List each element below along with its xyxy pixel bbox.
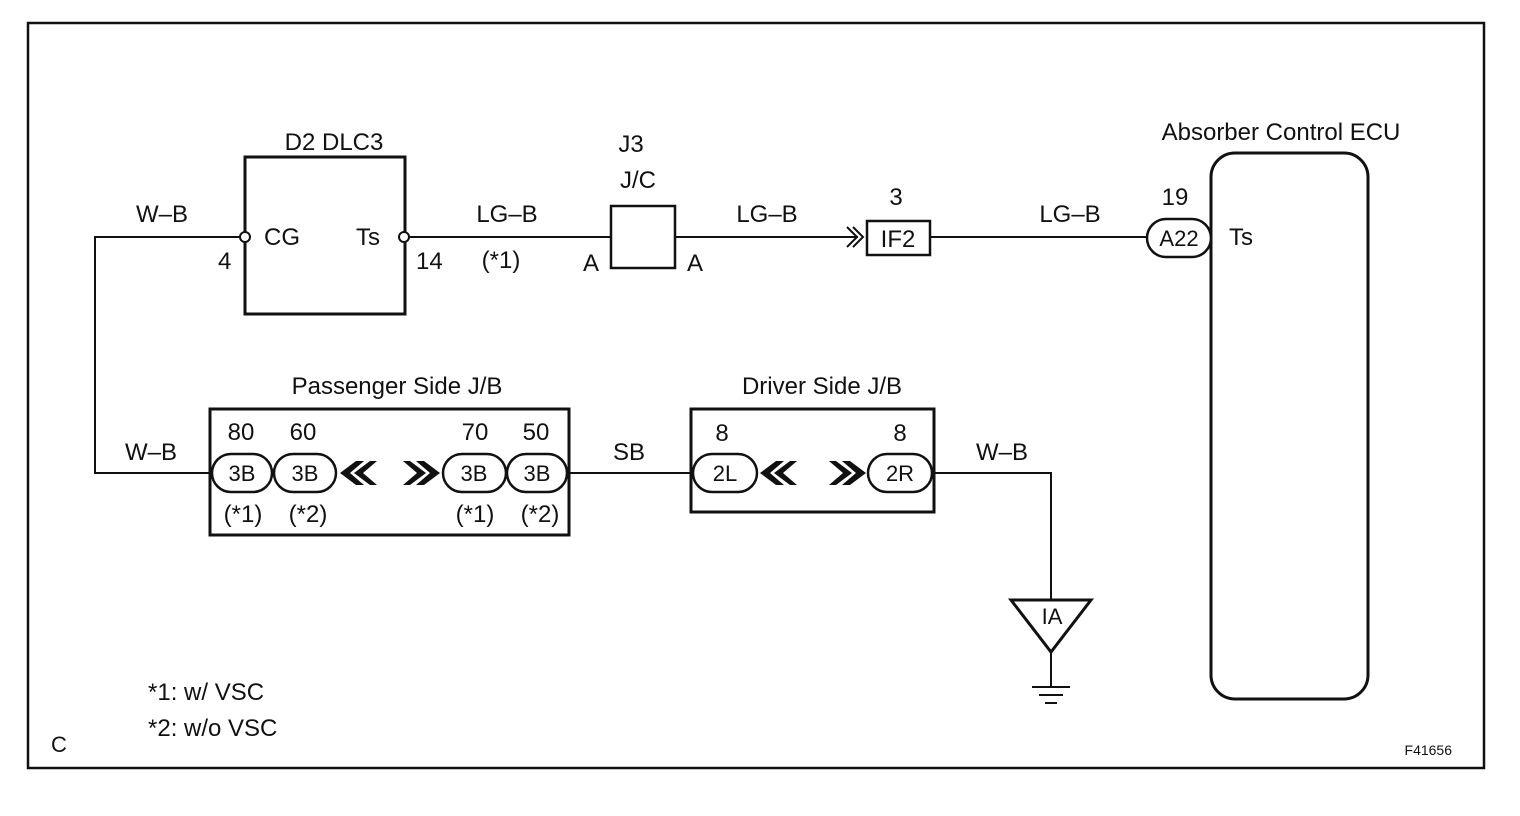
ground-triangle: [1007, 598, 1095, 655]
diagram-frame: [26, 21, 1486, 770]
driver-jb-title: Driver Side J/B: [742, 373, 902, 400]
wire-label-wb-left: W–B: [125, 439, 177, 466]
wire-wb-right: [933, 472, 1052, 600]
ground-label: IA: [1042, 604, 1063, 629]
passenger-jb-component: Passenger Side J/B 80 60 70 50 3B 3B 3B …: [208, 373, 571, 537]
wire-label-lgb-3: LG–B: [1039, 201, 1100, 228]
passenger-jb-chevron-left-icon: [340, 461, 377, 485]
passenger-jb-connector-2: [272, 452, 338, 494]
section-letter: C: [51, 732, 67, 757]
if2-arrow-icon-inner: [852, 226, 865, 248]
ground-ia-component: IA: [1007, 598, 1095, 704]
ecu-box: [1209, 151, 1370, 701]
dlc3-pin-ts-number: 14: [416, 248, 443, 275]
passenger-jb-connector-1: [210, 452, 274, 494]
ecu-component: Absorber Control ECU 19 A22 Ts: [1145, 119, 1401, 701]
if2-component: IF2 3: [846, 184, 932, 257]
wire-label-lgb-1-note: (*1): [482, 247, 521, 274]
if2-box: [865, 219, 932, 257]
jc-right-label: A: [687, 250, 703, 277]
dlc3-title: D2 DLC3: [285, 129, 384, 156]
dlc3-pin-ts-label: Ts: [356, 224, 380, 251]
jc-title-line2: J/C: [620, 167, 656, 194]
ecu-connector-pin: 19: [1162, 184, 1189, 211]
if2-pin-number: 3: [889, 184, 902, 211]
if2-arrow-icon: [846, 226, 859, 248]
wire-label-lgb-2: LG–B: [736, 201, 797, 228]
passenger-jb-title: Passenger Side J/B: [292, 373, 503, 400]
driver-jb-pin-2: 8: [893, 420, 906, 447]
wire-label-sb: SB: [613, 439, 645, 466]
wires: [94, 236, 1146, 600]
driver-jb-connector-2r: [866, 452, 934, 494]
ecu-connector-label: A22: [1159, 226, 1198, 251]
jc-left-label: A: [583, 250, 599, 277]
jc-component: J3 J/C A A: [583, 131, 703, 277]
dlc3-component: D2 DLC3 CG Ts 4 14: [218, 129, 443, 316]
dlc3-pin-cg-label: CG: [264, 224, 300, 251]
jc-title-line1: J3: [618, 131, 643, 158]
passenger-jb-note-4: (*2): [521, 501, 560, 528]
driver-jb-connector-2l-label: 2L: [713, 461, 737, 486]
passenger-jb-pin-3: 70: [462, 419, 489, 446]
passenger-jb-note-2: (*2): [289, 501, 328, 528]
passenger-jb-pin-2: 60: [290, 419, 317, 446]
note-1: *1: w/ VSC: [148, 679, 264, 706]
ecu-title: Absorber Control ECU: [1162, 119, 1401, 146]
passenger-jb-pin-1: 80: [228, 419, 255, 446]
driver-jb-chevron-left-icon: [760, 461, 797, 485]
passenger-jb-chevron-right-icon: [403, 461, 440, 485]
passenger-jb-connector-4: [505, 452, 569, 494]
ecu-connector-a22: [1145, 217, 1213, 259]
wire-label-wb-right: W–B: [976, 439, 1028, 466]
passenger-jb-connector-4-label: 3B: [524, 461, 551, 486]
wire-label-wb-top: W–B: [136, 201, 188, 228]
ecu-terminal-ts: Ts: [1229, 224, 1253, 251]
driver-jb-connector-2r-label: 2R: [886, 461, 914, 486]
if2-label: IF2: [881, 226, 916, 253]
passenger-jb-note-1: (*1): [224, 501, 263, 528]
dlc3-pin-cg: [239, 231, 251, 243]
jc-box: [609, 204, 677, 270]
driver-jb-chevron-right-icon: [829, 461, 866, 485]
driver-jb-pin-1: 8: [715, 420, 728, 447]
note-2: *2: w/o VSC: [148, 715, 277, 742]
wire-label-lgb-1: LG–B: [476, 201, 537, 228]
passenger-jb-pin-4: 50: [523, 419, 550, 446]
passenger-jb-note-3: (*1): [456, 501, 495, 528]
driver-jb-connector-2l: [691, 452, 759, 494]
passenger-jb-connector-2-label: 3B: [292, 461, 319, 486]
wire-wb-left-vertical: [94, 236, 245, 474]
passenger-jb-connector-3-label: 3B: [461, 461, 488, 486]
figure-id: F41656: [1405, 742, 1453, 758]
dlc3-pin-cg-number: 4: [218, 248, 231, 275]
dlc3-pin-ts: [398, 231, 410, 243]
driver-jb-component: Driver Side J/B 8 8 2L 2R: [689, 373, 936, 514]
dlc3-box: [243, 155, 407, 316]
passenger-jb-connector-1-label: 3B: [229, 461, 256, 486]
